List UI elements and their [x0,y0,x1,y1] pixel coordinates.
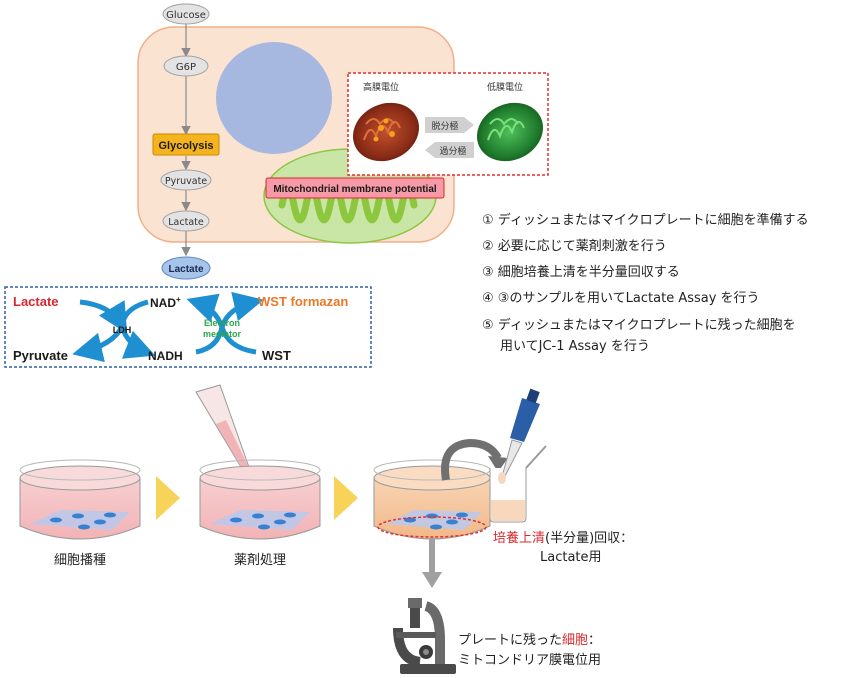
g6p-node: G6P [163,55,209,77]
step-5-line2: 用いてJC-1 Assay を行う [500,339,650,354]
pyruvate-label: Pyruvate [165,176,207,187]
step-4: ④ ③のサンプルを用いてLactate Assay を行う [482,291,760,306]
step-5: ⑤ ディッシュまたはマイクロプレートに残った細胞を [482,317,796,333]
electron-mediator-line1: Electron [204,318,240,328]
glucose-node: Glucose [162,3,210,25]
nad-plus-label: NAD+ [150,295,181,310]
dish-treatment [199,459,321,540]
mitochondrion-green-large [476,102,544,162]
workflow-arrow-1 [156,476,180,520]
steps-list: ① ディッシュまたはマイクロプレートに細胞を準備する ② 必要に応じて薬剤刺激を… [482,212,809,354]
supernatant-label-line2: Lactate用 [540,550,602,565]
ldh-label: LDH [113,325,132,335]
lactate-inner-label: Lactate [168,217,204,228]
glycolysis-box: Glycolysis [152,133,220,156]
cells-label-line2: ミトコンドリア膜電位用 [458,653,601,668]
micropipette [498,388,540,484]
depolarization-arrow: 脱分極 [425,117,474,133]
glycolysis-label: Glycolysis [158,140,213,152]
reaction-lactate-label: Lactate [13,294,59,309]
mitochondrion-red [352,102,420,162]
wst-formazan-label: WST formazan [258,294,348,309]
seeding-label: 細胞播種 [54,552,106,568]
workflow-arrow-2 [334,476,358,520]
high-potential-label: 高膜電位 [363,81,399,93]
step-2: ② 必要に応じて薬剤刺激を行う [482,238,667,254]
step-3: ③ 細胞培養上清を半分量回収する [482,264,680,280]
transfer-arrow [441,438,502,481]
potential-box: Mitochondrial membrane potential [265,177,445,199]
lactate-outer-node: Lactate [161,256,211,280]
electron-mediator-line2: mediator [203,329,242,339]
mito-comparison-panel: 高膜電位 低膜電位 脱分極 過分極 [347,72,549,176]
g6p-label: G6P [176,62,196,73]
reaction-box: Lactate Pyruvate LDH NAD+ NADH Electron … [4,286,372,368]
reaction-pyruvate-label: Pyruvate [13,348,68,363]
lactate-inner-node: Lactate [162,210,210,232]
dish-collection [373,459,491,540]
hyperpolarization-arrow: 過分極 [425,142,474,158]
microscope-icon [393,598,456,674]
nucleus [216,42,332,154]
wst-label: WST [262,348,291,363]
glucose-label: Glucose [166,10,206,21]
hyperpolarization-label: 過分極 [439,145,466,157]
depolarization-label: 脱分極 [431,120,458,132]
treatment-label: 薬剤処理 [234,552,286,568]
down-arrow [422,572,442,588]
potential-label: Mitochondrial membrane potential [273,184,437,195]
cells-label: プレートに残った細胞： [458,633,601,648]
supernatant-label: 培養上清(半分量)回収： [493,530,633,546]
low-potential-label: 低膜電位 [487,81,523,93]
lactate-outer-label: Lactate [168,264,203,275]
pyruvate-node: Pyruvate [160,169,212,191]
nadh-label: NADH [148,349,183,363]
dish-seeding [19,459,141,540]
step-1: ① ディッシュまたはマイクロプレートに細胞を準備する [482,212,809,228]
